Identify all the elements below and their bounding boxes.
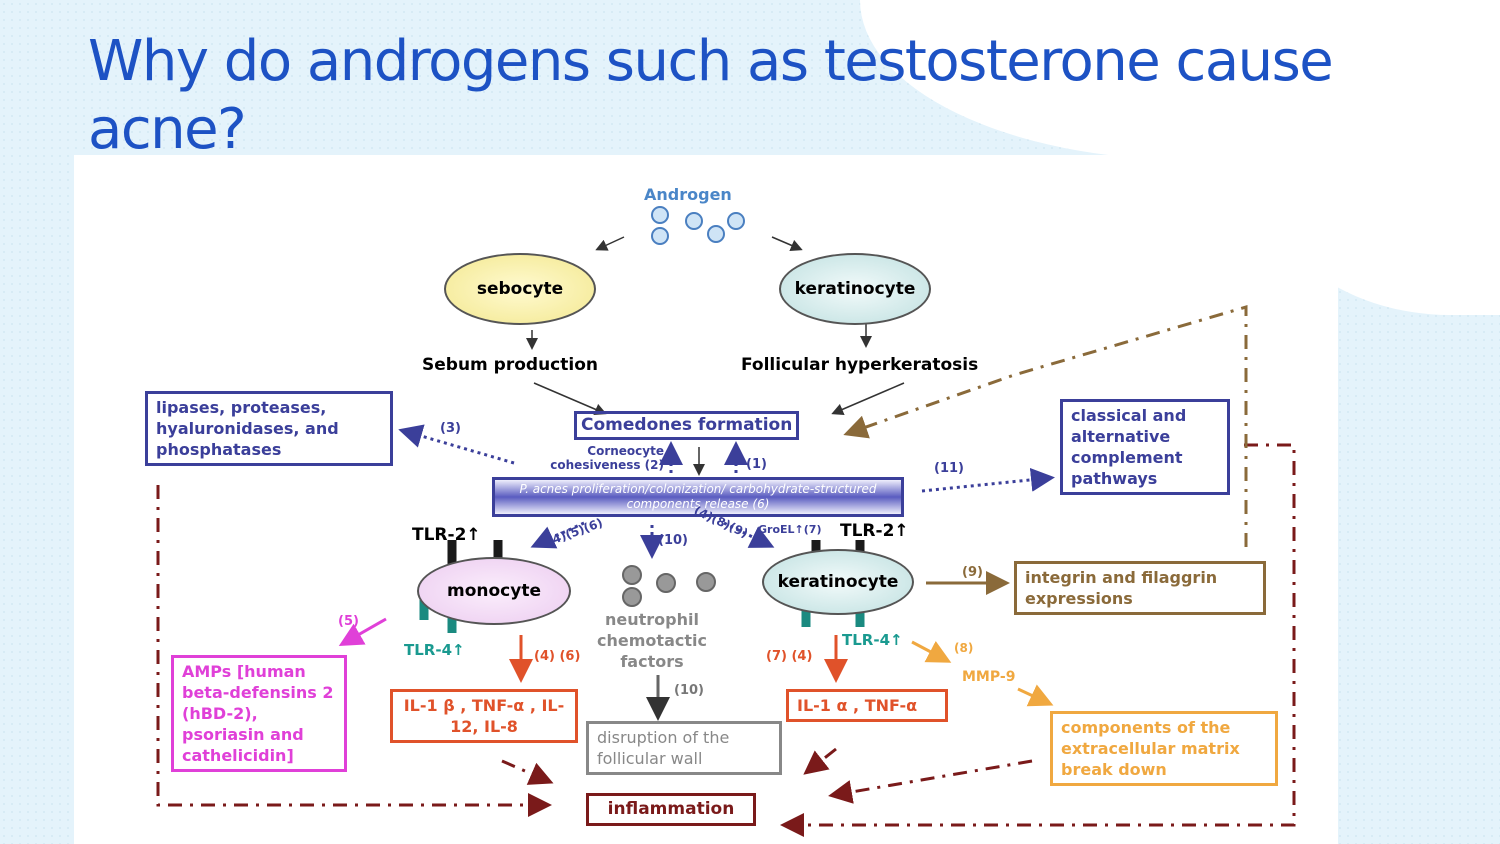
tlr2-left: TLR-2↑ [412,525,481,545]
label-10-bottom: (10) [674,683,704,698]
androgen-molecules [651,206,745,245]
keratinocyte-cell: keratinocyte [762,549,914,615]
label-10-top: (10) [658,533,688,548]
label-8: (8) [954,641,974,655]
follicular-hyperkeratosis: Follicular hyperkeratosis [741,355,979,375]
p-acnes-box: P. acnes proliferation/colonization/ car… [492,477,904,517]
complement-pathways-box: classical and alternative complement pat… [1060,399,1230,495]
label-9: (9) [962,565,983,580]
tlr2-right: TLR-2↑ [840,521,909,541]
disruption-box: disruption of the follicular wall [586,721,782,775]
groel-label: GroEL↑(7) [758,523,822,536]
monocyte-cell: monocyte [417,557,571,625]
inflammation-box: inflammation [586,793,756,826]
tlr4-left: TLR-4↑ [404,641,465,659]
label-4-6: (4) (6) [534,649,581,664]
tlr4-right-label: TLR-4 [842,631,891,649]
label-5: (5) [338,614,359,629]
label-1: (1) [746,457,767,472]
label-7-4: (7) (4) [766,649,813,664]
slide-title: Why do androgens such as testosterone ca… [88,29,1334,162]
mmp9-label: MMP-9 [962,669,1016,685]
sebocyte-cell: sebocyte [444,253,596,325]
il1b-box: IL-1 β , TNF-α , IL-12, IL-8 [390,689,578,743]
label-11: (11) [934,461,964,476]
integrin-box: integrin and filaggrin expressions [1014,561,1266,615]
sebum-production: Sebum production [422,355,598,375]
lipases-box: lipases, proteases, hyaluronidases, and … [145,391,393,466]
corneocyte-cohesiveness: Corneocyte cohesiveness (2) [550,444,664,472]
groel-text: GroEL [758,523,795,536]
keratinocyte-top-cell: keratinocyte [779,253,931,325]
il1a-box: IL-1 α , TNF-α [786,689,948,722]
tlr4-left-label: TLR-4 [404,641,453,659]
tlr4-right: TLR-4↑ [842,631,903,649]
diagram-image: Androgen sebocyte keratinocyte Sebum pro… [74,155,1338,844]
label-7: (7) [803,523,822,536]
neutrophil-factors: neutrophil chemotactic factors [597,610,707,671]
comedones-formation-box: Comedones formation [574,411,800,440]
tlr2-right-label: TLR-2 [840,521,895,541]
tlr2-left-label: TLR-2 [412,525,467,545]
ecm-breakdown-box: components of the extracellular matrix b… [1050,711,1278,786]
amps-box: AMPs [human beta-defensins 2 (hBD-2), ps… [171,655,347,772]
androgen-label: Androgen [644,185,732,204]
label-3: (3) [440,421,461,436]
